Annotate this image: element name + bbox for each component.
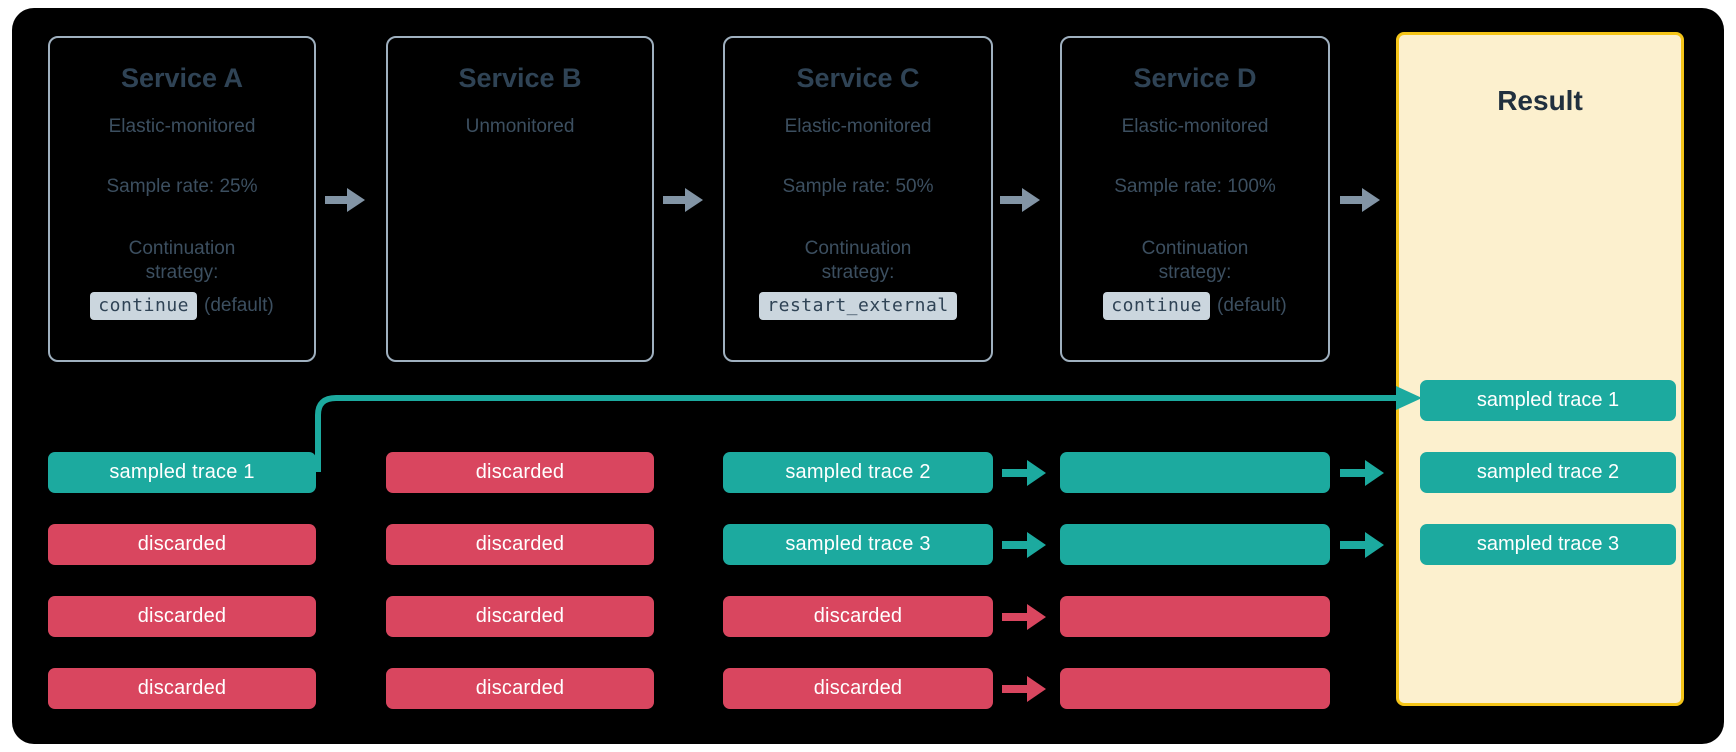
service-card-a: Service A Elastic-monitored Sample rate:… <box>48 36 316 362</box>
service-d-monitoring: Elastic-monitored <box>1121 115 1269 137</box>
result-trace-3: sampled trace 3 <box>1420 524 1676 565</box>
result-title: Result <box>1497 85 1583 116</box>
service-card-b: Service B Unmonitored <box>386 36 654 362</box>
service-c-title: Service C <box>796 63 920 93</box>
service-flow-arrow-c-d <box>1000 188 1040 212</box>
result-trace-1: sampled trace 1 <box>1420 380 1676 421</box>
service-c-strategy-label-l1: Continuation <box>804 238 912 260</box>
service-flow-arrow-b-c <box>663 188 703 212</box>
service-d-strategy-label-l2: strategy: <box>1158 262 1232 284</box>
trace-box-c-1: sampled trace 2 <box>723 452 993 493</box>
service-a-strategy-note: (default) <box>204 294 274 316</box>
trace-box-c-2: sampled trace 3 <box>723 524 993 565</box>
service-card-d: Service D Elastic-monitored Sample rate:… <box>1060 36 1330 362</box>
service-c-strategy-label-l2: strategy: <box>821 262 895 284</box>
trace-box-b-2: discarded <box>386 524 654 565</box>
trace-box-d-1 <box>1060 452 1330 493</box>
service-c-monitoring: Elastic-monitored <box>784 115 932 137</box>
service-d-strategy-value: continue <box>1103 291 1210 320</box>
service-d-strategy-label-l1: Continuation <box>1141 238 1249 260</box>
trace-box-c-4: discarded <box>723 668 993 709</box>
service-a-strategy-line: continue (default) <box>50 291 314 320</box>
trace-flow-arrow-c4-d4 <box>1002 676 1046 702</box>
trace-box-c-3: discarded <box>723 596 993 637</box>
trace-flow-arrow-c1-d1 <box>1002 460 1046 486</box>
service-c-strategy-value: restart_external <box>759 291 957 320</box>
trace-box-b-4: discarded <box>386 668 654 709</box>
service-a-strategy-label: Continuation strategy: <box>50 237 314 285</box>
trace-flow-arrow-c2-d2 <box>1002 532 1046 558</box>
service-a-strategy-value: continue <box>90 291 197 320</box>
trace-box-d-3 <box>1060 596 1330 637</box>
service-d-strategy-line: continue (default) <box>1062 291 1328 320</box>
result-trace-2: sampled trace 2 <box>1420 452 1676 493</box>
trace-box-d-4 <box>1060 668 1330 709</box>
trace-box-a-4: discarded <box>48 668 316 709</box>
service-a-title: Service A <box>120 63 244 93</box>
trace-flow-arrow-c3-d3 <box>1002 604 1046 630</box>
service-c-strategy-line: restart_external <box>725 291 991 320</box>
service-flow-arrow-d-result <box>1340 188 1380 212</box>
service-a-sample-rate: Sample rate: 25% <box>106 176 258 198</box>
trace-flow-arrow-d1-result <box>1340 460 1384 486</box>
service-c-strategy-label: Continuation strategy: <box>725 237 991 285</box>
service-a-monitoring: Elastic-monitored <box>108 115 256 137</box>
trace-box-b-3: discarded <box>386 596 654 637</box>
trace-box-b-1: discarded <box>386 452 654 493</box>
trace-flow-arrow-d2-result <box>1340 532 1384 558</box>
service-b-monitoring: Unmonitored <box>465 115 575 137</box>
service-d-strategy-note: (default) <box>1217 294 1287 316</box>
service-d-title: Service D <box>1133 63 1257 93</box>
service-a-strategy-label-l1: Continuation <box>128 238 236 260</box>
trace-box-a-3: discarded <box>48 596 316 637</box>
service-b-title: Service B <box>458 63 582 93</box>
trace-box-a-2: discarded <box>48 524 316 565</box>
trace-box-d-2 <box>1060 524 1330 565</box>
service-d-strategy-label: Continuation strategy: <box>1062 237 1328 285</box>
service-a-strategy-label-l2: strategy: <box>145 262 219 284</box>
trace-box-a-1: sampled trace 1 <box>48 452 316 493</box>
service-d-sample-rate: Sample rate: 100% <box>1114 176 1276 198</box>
service-card-c: Service C Elastic-monitored Sample rate:… <box>723 36 993 362</box>
result-panel: Result <box>1396 32 1684 706</box>
service-flow-arrow-a-b <box>325 188 365 212</box>
service-c-sample-rate: Sample rate: 50% <box>782 176 934 198</box>
